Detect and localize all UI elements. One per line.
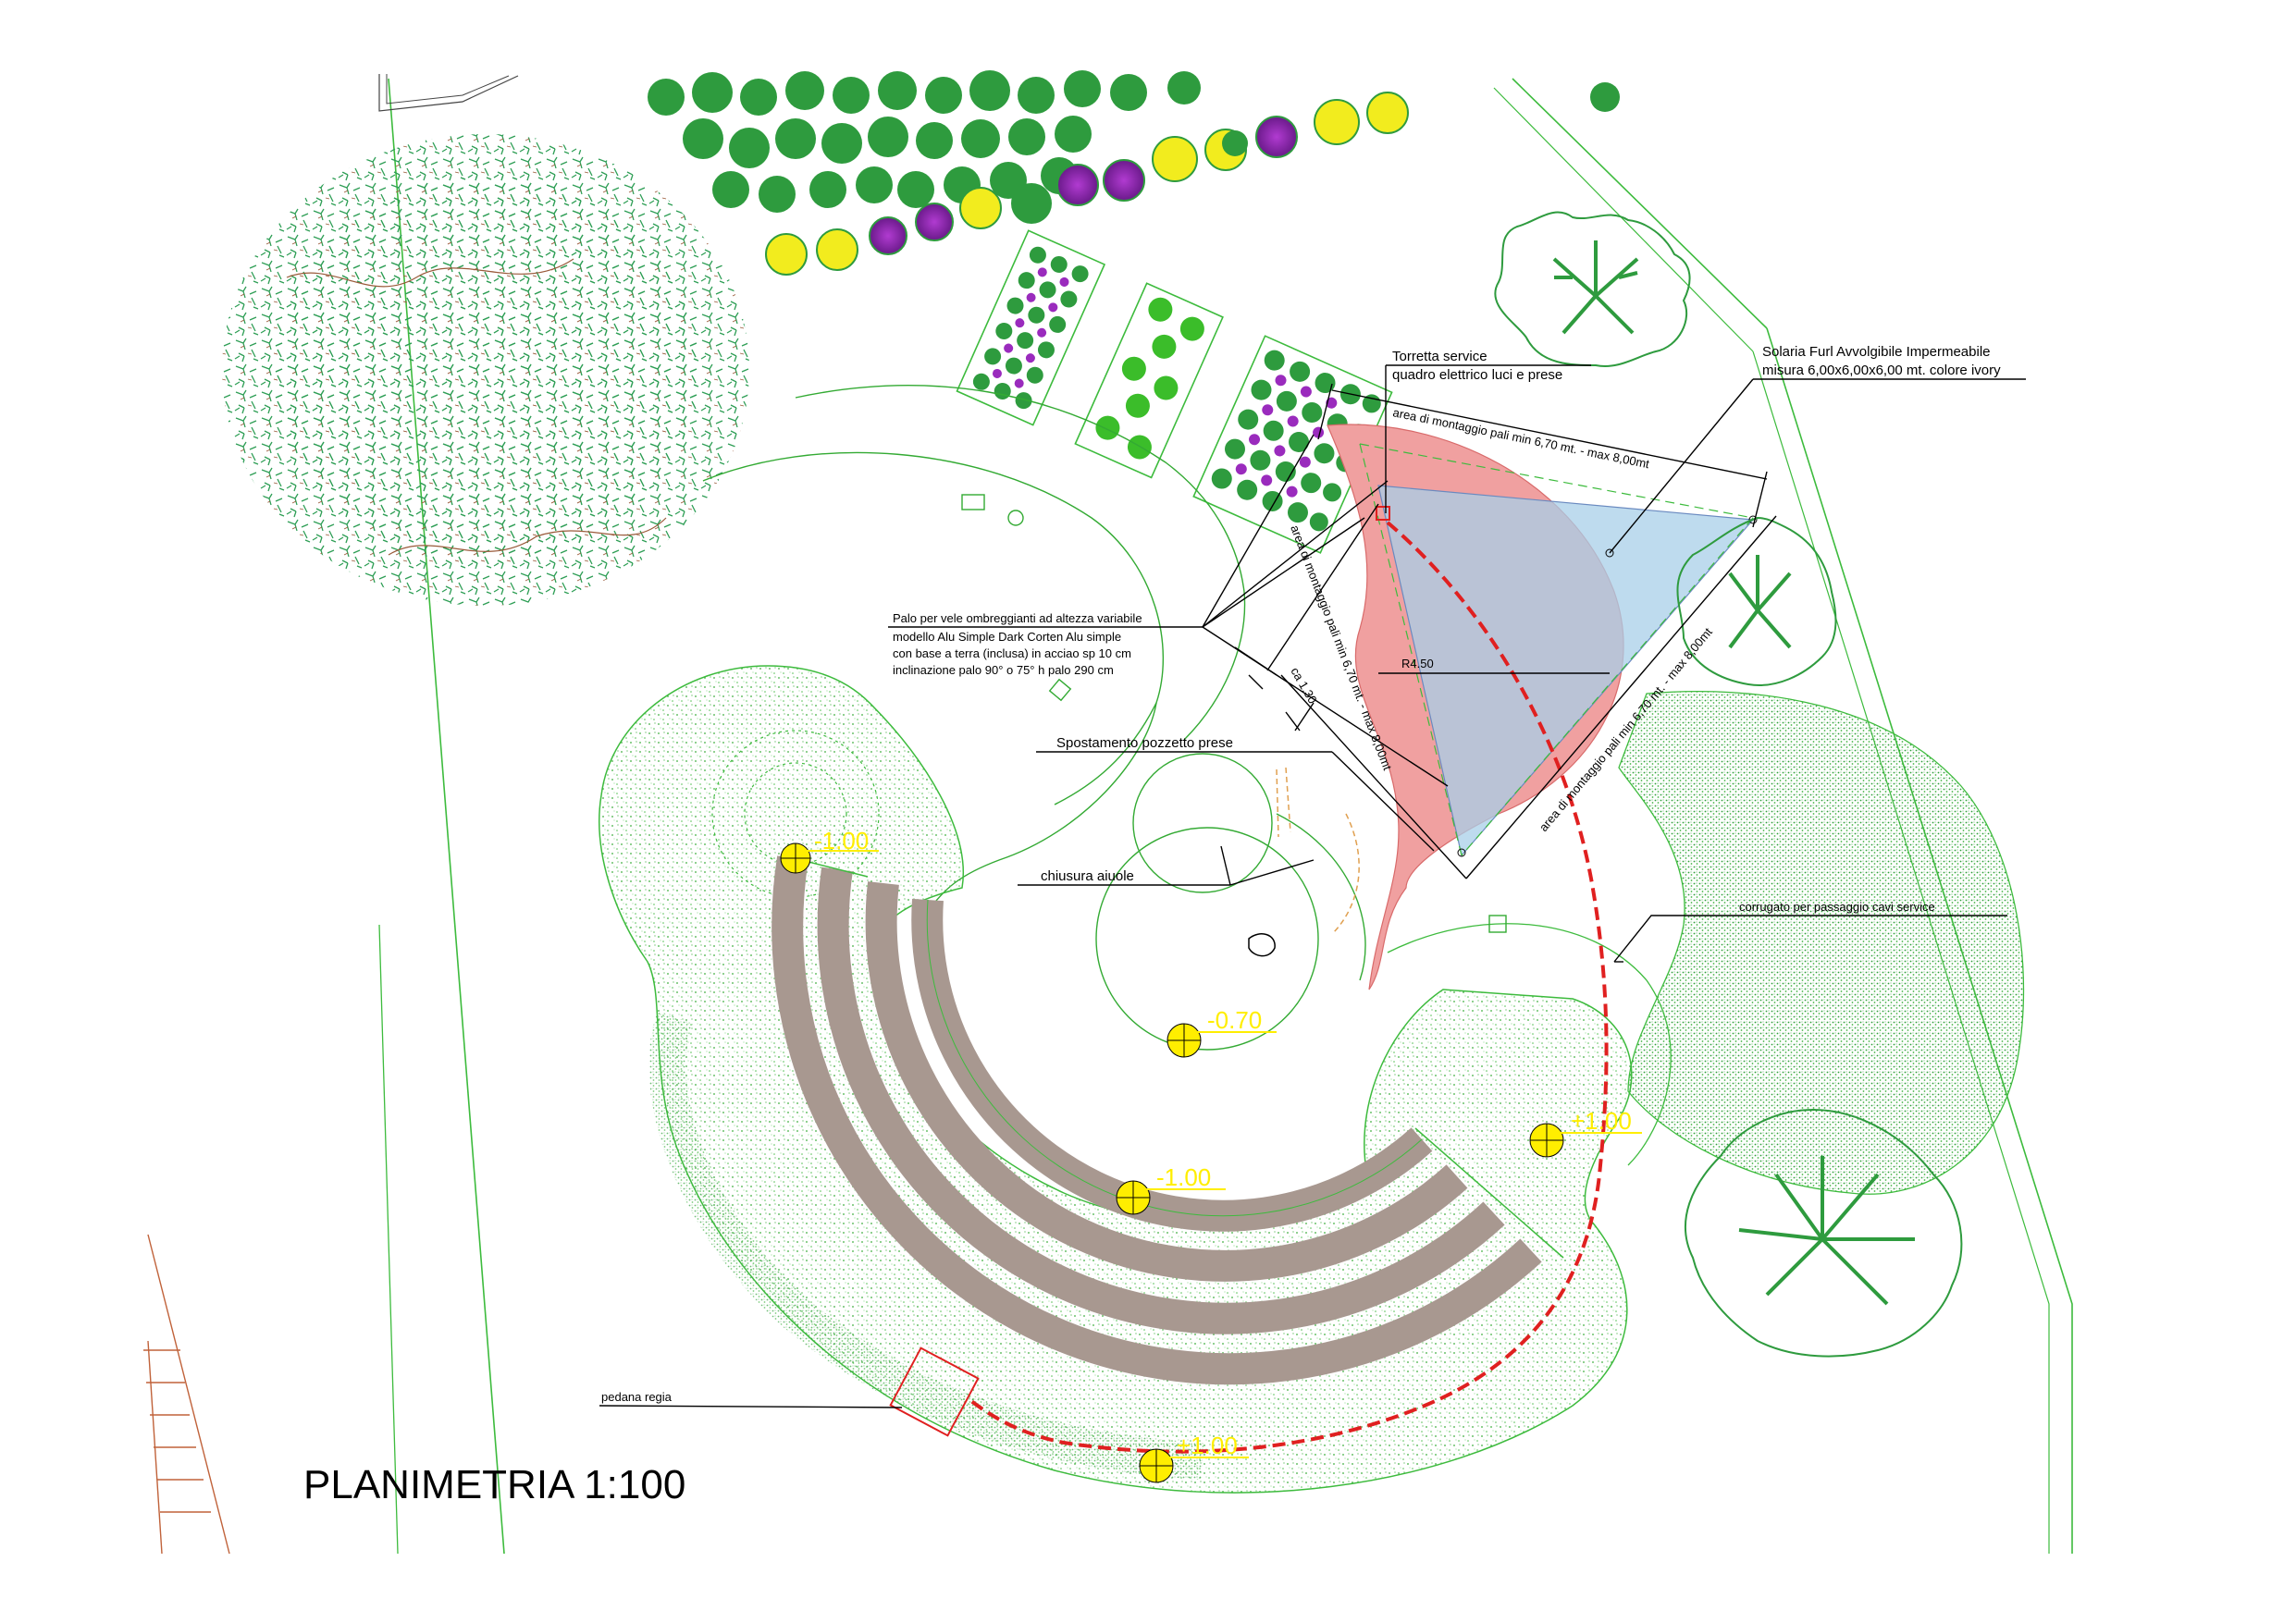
cable-route bbox=[969, 521, 1609, 1454]
amphitheatre-seating bbox=[772, 855, 1564, 1385]
solaria-label-1: Solaria Furl Avvolgibile Impermeabile bbox=[1762, 344, 1991, 360]
small-fixtures bbox=[961, 494, 1507, 957]
chiusura-label: chiusura aiuole bbox=[1041, 868, 1134, 884]
level-label-2: -0.70 bbox=[1207, 1006, 1262, 1034]
control-platform bbox=[889, 1346, 980, 1437]
tree-canopy-large bbox=[222, 134, 749, 606]
level-markers: -1.00 -0.70 -1.00 +1.00 +1.00 bbox=[780, 827, 1642, 1483]
spostamento-label: Spostamento pozzetto prese bbox=[1056, 735, 1233, 751]
dimension-lines bbox=[1234, 383, 1777, 879]
corrugato-label: corrugato per passaggio cavi service bbox=[1739, 900, 1935, 914]
palo-label-4: inclinazione palo 90° o 75° h palo 290 c… bbox=[893, 663, 1114, 677]
solaria-label-2: misura 6,00x6,00x6,00 mt. colore ivory bbox=[1762, 363, 2001, 378]
tree-outline-bottom-right bbox=[1685, 1108, 1963, 1358]
parking-lines bbox=[143, 1234, 230, 1555]
level-marker-3: -1.00 bbox=[1116, 1163, 1226, 1215]
plan-title: PLANIMETRIA 1:100 bbox=[303, 1462, 685, 1507]
palo-label-3: con base a terra (inclusa) in acciao sp … bbox=[893, 646, 1131, 660]
level-label-1: -1.00 bbox=[814, 827, 869, 855]
palo-label-1: Palo per vele ombreggianti ad altezza va… bbox=[893, 611, 1142, 625]
palo-label-2: modello Alu Simple Dark Corten Alu simpl… bbox=[893, 630, 1121, 644]
level-label-5: +1.00 bbox=[1177, 1432, 1238, 1459]
level-label-4: +1.00 bbox=[1571, 1107, 1632, 1135]
level-label-3: -1.00 bbox=[1156, 1163, 1211, 1191]
level-marker-4: +1.00 bbox=[1529, 1107, 1642, 1158]
planting-beds bbox=[956, 229, 1393, 554]
level-marker-1: -1.00 bbox=[780, 827, 879, 874]
sail-mounting-area bbox=[1327, 424, 1758, 990]
torretta-label-1: Torretta service bbox=[1392, 349, 1487, 364]
circular-plazas bbox=[1095, 753, 1366, 1051]
tree-outline-top-right bbox=[1494, 211, 1691, 367]
flowering-hedge bbox=[648, 70, 1620, 276]
radius-label: R4.50 bbox=[1401, 657, 1434, 670]
level-marker-5: +1.00 bbox=[1139, 1432, 1249, 1483]
leader-lines bbox=[599, 364, 2026, 1408]
tree-outline-mid-right bbox=[1676, 516, 1837, 686]
level-marker-2: -0.70 bbox=[1167, 1006, 1277, 1058]
torretta-label-2: quadro elettrico luci e prese bbox=[1392, 367, 1562, 383]
pedana-label: pedana regia bbox=[601, 1390, 673, 1404]
